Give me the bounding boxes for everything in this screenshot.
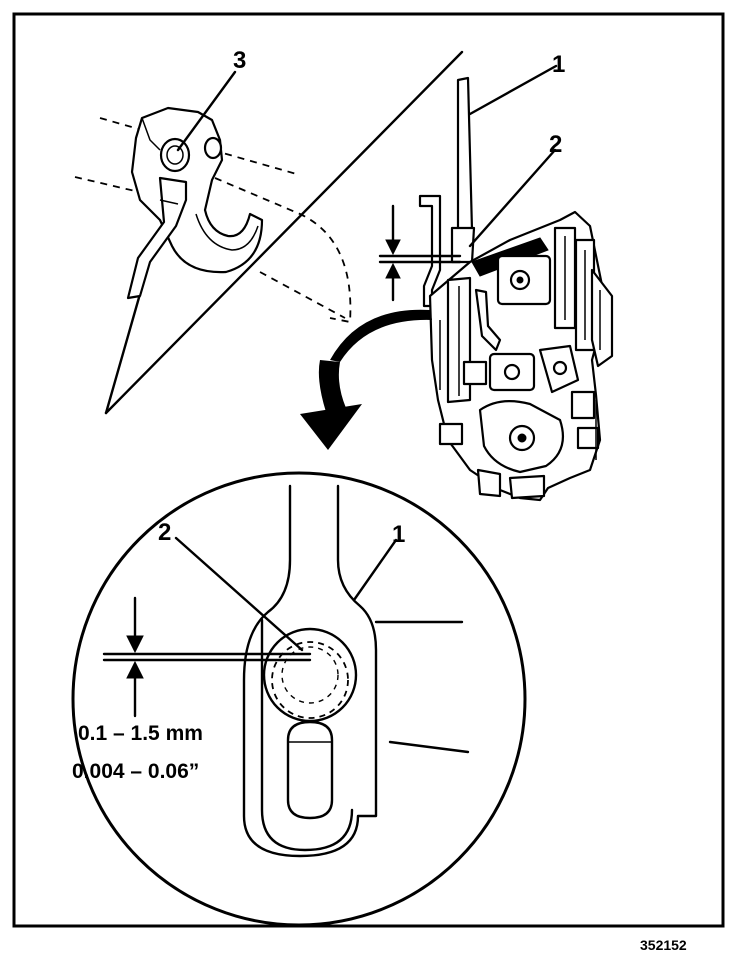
curved-arrow-icon xyxy=(300,309,432,450)
dimension-metric: 0.1 – 1.5 mm xyxy=(78,722,203,745)
callout-1-detail: 1 xyxy=(392,521,405,548)
figure-number: 352152 xyxy=(640,937,687,953)
callout-3: 3 xyxy=(233,47,246,74)
magnified-detail xyxy=(71,471,527,927)
callout-1-top: 1 xyxy=(552,51,565,78)
diagram-border xyxy=(12,12,725,928)
latch-hook-detail xyxy=(74,50,464,415)
latch-assembly xyxy=(378,64,614,502)
callout-2-detail: 2 xyxy=(158,519,171,546)
callout-2-top: 2 xyxy=(549,131,562,158)
dimension-imperial: 0.004 – 0.06” xyxy=(72,760,199,783)
